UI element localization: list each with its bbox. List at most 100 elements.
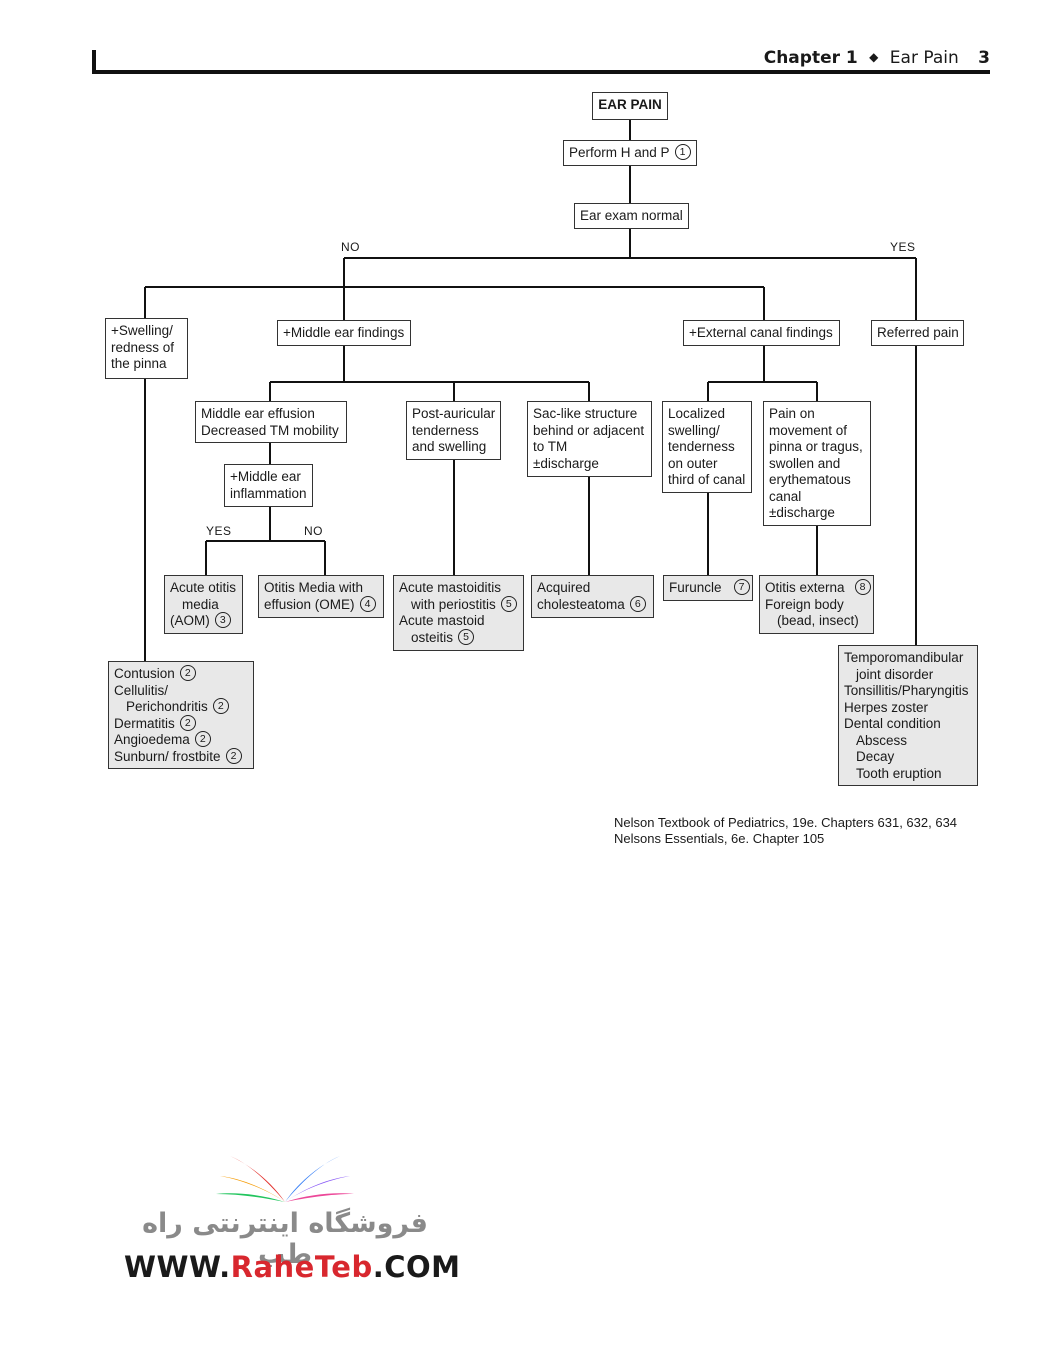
step-number-badge: 1 — [674, 144, 691, 161]
post-auricular-box: Post-auricular tenderness and swelling — [406, 401, 501, 460]
open-book-logo-icon — [216, 1156, 354, 1202]
box-line: Foreign body — [765, 596, 844, 612]
chapter-topic: Ear Pain — [889, 48, 959, 68]
perform-h-and-p-box: Perform H and P 1 — [563, 140, 697, 166]
box-line: Dermatitis — [114, 715, 175, 731]
box-line: Herpes zoster — [844, 699, 929, 715]
running-header: Chapter 1 ◆ Ear Pain 3 — [764, 48, 990, 68]
box-line: Temporomandibular — [844, 650, 964, 665]
aom-diagnosis-box: Acute otitis media (AOM) 3 — [164, 575, 243, 634]
box-line: Otitis Media with — [264, 580, 364, 595]
box-line: Furuncle — [669, 580, 722, 595]
page-number: 3 — [978, 48, 990, 68]
box-line: Perichondritis — [126, 699, 208, 714]
middle-ear-findings-box: +Middle ear findings — [277, 320, 411, 346]
box-line: Sac-like structure — [533, 406, 638, 421]
diamond-separator: ◆ — [869, 50, 879, 64]
box-line: Angioedema — [114, 732, 190, 747]
box-line: media — [182, 596, 219, 612]
box-line: erythematous — [769, 472, 851, 487]
box-line: Localized — [668, 406, 726, 421]
step-number-badge: 5 — [500, 595, 517, 612]
otitis-externa-diagnosis-box: Otitis externa 8 Foreign body (bead, inse… — [759, 575, 874, 634]
box-line: Decreased TM mobility — [201, 422, 339, 438]
step-number-badge: 5 — [458, 628, 475, 645]
box-line: (AOM) — [170, 613, 210, 628]
chapter-label: Chapter 1 — [763, 48, 858, 68]
step-number-badge: 2 — [194, 731, 211, 748]
box-line: pinna or tragus, — [769, 439, 863, 454]
step-number-badge: 2 — [212, 698, 229, 715]
box-line: osteitis — [411, 629, 454, 645]
middle-ear-effusion-box: Middle ear effusion Decreased TM mobilit… — [195, 401, 347, 443]
box-line: Middle ear effusion — [201, 406, 315, 421]
step-number-badge: 6 — [629, 595, 646, 612]
box-line: (bead, insect) — [777, 613, 859, 628]
box-line: movement of — [769, 422, 848, 438]
box-line: behind or adjacent — [533, 422, 645, 438]
box-line: and swelling — [412, 439, 487, 454]
external-canal-findings-box: +External canal findings — [683, 320, 840, 346]
sac-like-structure-box: Sac-like structure behind or adjacent to… — [527, 401, 652, 477]
box-line: Acquired — [537, 580, 591, 595]
box-line: tenderness — [412, 422, 479, 438]
box-line: +Middle ear — [230, 469, 301, 484]
box-line: Sunburn/ frostbite — [114, 748, 221, 764]
box-line: the pinna — [111, 356, 167, 371]
step-number-badge: 2 — [179, 714, 196, 731]
box-line: inflammation — [230, 485, 307, 501]
swelling-pinna-box: +Swelling/ redness of the pinna — [105, 318, 188, 379]
ear-exam-normal-box: Ear exam normal — [574, 203, 689, 229]
localized-swelling-box: Localized swelling/ tenderness on outer … — [662, 401, 752, 493]
step-number-badge: 8 — [854, 579, 871, 596]
box-line: with periostitis — [411, 596, 496, 612]
no-branch-label: NO — [341, 240, 360, 254]
box-line: tenderness — [668, 439, 735, 454]
header-rule-tick — [92, 50, 96, 74]
box-line: Otitis externa — [765, 580, 845, 595]
box-line: Decay — [856, 749, 895, 764]
perform-h-and-p-text: Perform H and P — [569, 145, 670, 160]
box-line: canal — [769, 488, 802, 504]
step-number-badge: 2 — [225, 747, 242, 764]
box-line: Tonsillitis/Pharyngitis — [844, 683, 969, 698]
ear-pain-title-box: EAR PAIN — [592, 92, 668, 120]
box-line: Dental condition — [844, 716, 941, 731]
box-line: Tooth eruption — [856, 765, 942, 781]
box-line: Acute mastoiditis — [399, 580, 502, 595]
url-prefix: WWW. — [124, 1250, 231, 1284]
box-line: on outer — [668, 455, 718, 471]
header-rule — [92, 70, 990, 74]
box-line: redness of — [111, 339, 175, 355]
inflammation-yes-label: YES — [206, 524, 232, 538]
url-brand: RaheTeb — [230, 1250, 373, 1284]
box-line: Contusion — [114, 666, 175, 681]
box-line: effusion (OME) — [264, 596, 355, 612]
box-line: swollen and — [769, 455, 841, 471]
box-line: Acute otitis — [170, 580, 237, 595]
box-line: ±discharge — [533, 455, 599, 471]
box-line: +Swelling/ — [111, 323, 173, 338]
box-line: to TM — [533, 439, 568, 454]
step-number-badge: 3 — [214, 612, 231, 629]
box-line: Cellulitis/ — [114, 682, 169, 698]
box-line: Acute mastoid — [399, 613, 485, 628]
box-line: swelling/ — [668, 422, 720, 438]
box-line: third of canal — [668, 472, 746, 487]
pain-on-movement-box: Pain on movement of pinna or tragus, swo… — [763, 401, 871, 526]
step-number-badge: 7 — [733, 579, 750, 596]
inflammation-no-label: NO — [304, 524, 323, 538]
references: Nelson Textbook of Pediatrics, 19e. Chap… — [614, 815, 957, 847]
reference-line: Nelsons Essentials, 6e. Chapter 105 — [614, 831, 825, 846]
referred-pain-box: Referred pain — [871, 320, 964, 346]
url-suffix: .COM — [372, 1250, 461, 1284]
watermark-url: WWW.RaheTeb.COM — [124, 1250, 461, 1284]
referred-pain-diagnoses-box: Temporomandibular joint disorder Tonsill… — [838, 645, 978, 786]
box-line: Pain on — [769, 406, 815, 421]
reference-line: Nelson Textbook of Pediatrics, 19e. Chap… — [614, 815, 958, 830]
raheteb-watermark: فروشگاه اینترنتی راه طب WWW.RaheTeb.COM — [120, 1150, 460, 1290]
